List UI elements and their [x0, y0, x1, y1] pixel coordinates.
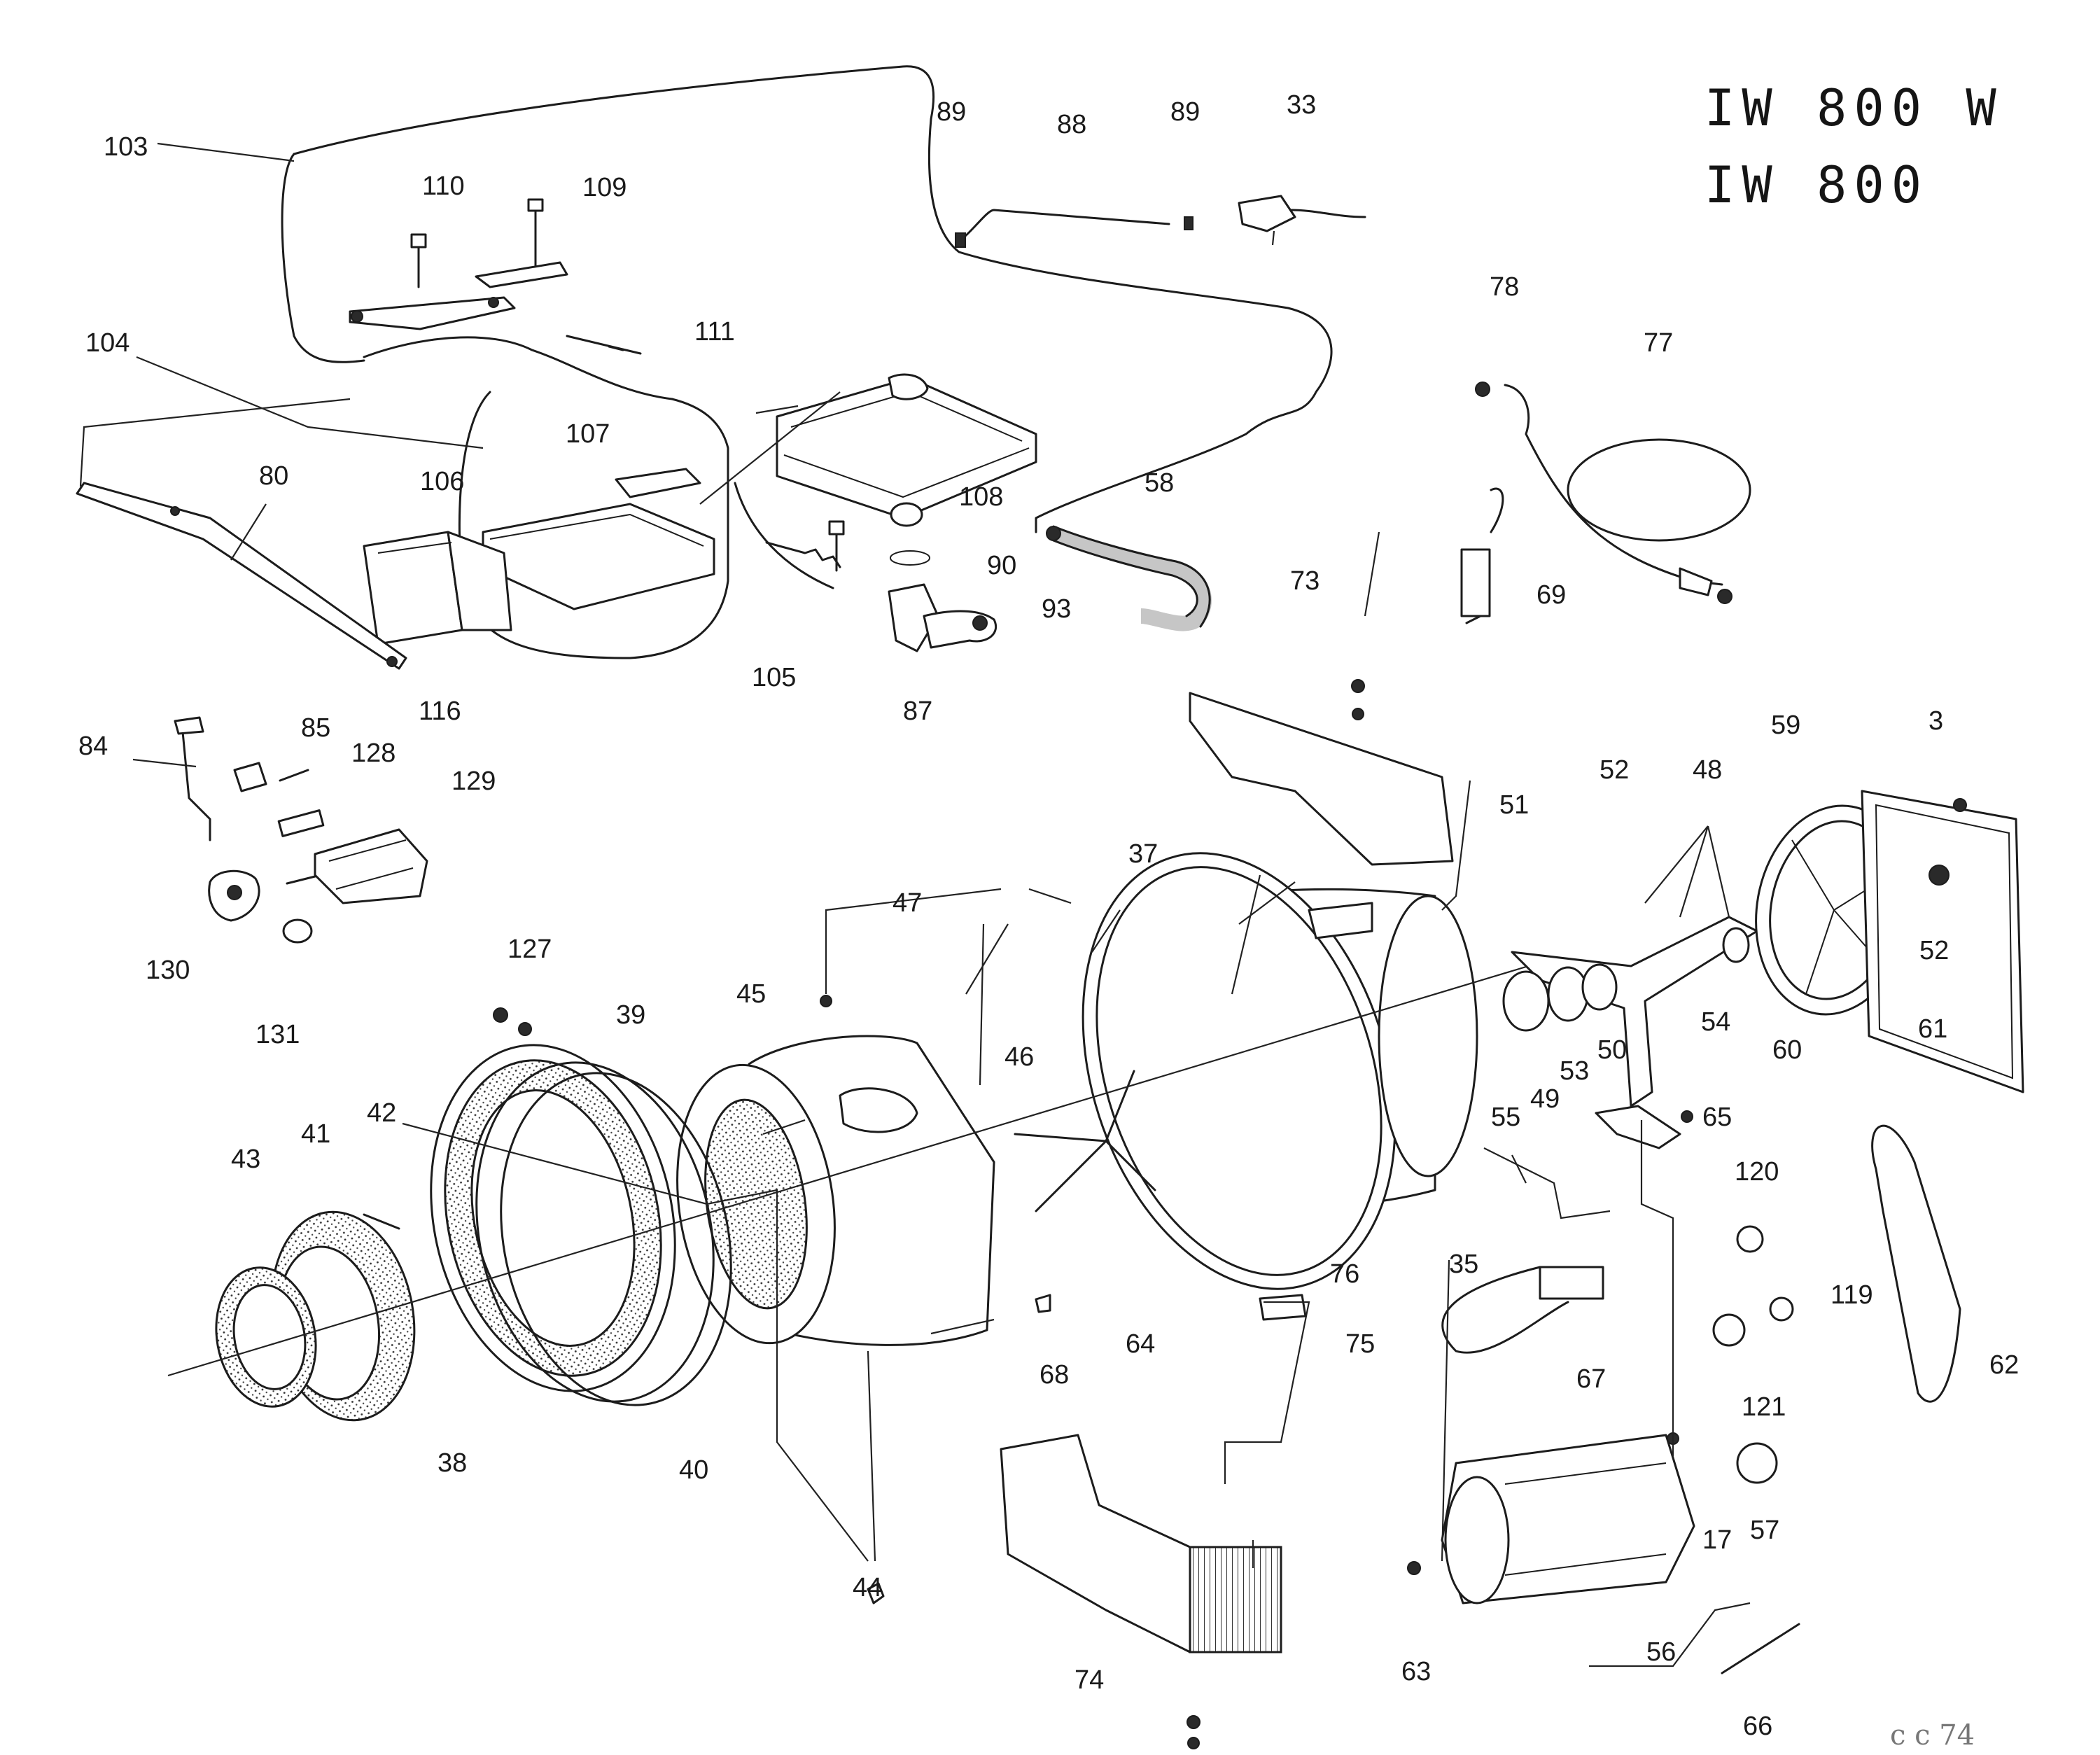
- inlet-hose-valve: [955, 195, 1366, 248]
- callout-120: 120: [1735, 1157, 1779, 1187]
- callout-17: 17: [1702, 1525, 1732, 1555]
- callout-53: 53: [1560, 1056, 1589, 1086]
- callout-3: 3: [1928, 706, 1943, 736]
- motor-56: [1441, 1434, 1800, 1674]
- callout-45: 45: [736, 979, 766, 1009]
- callout-60: 60: [1772, 1035, 1802, 1065]
- callout-104: 104: [85, 328, 130, 358]
- callout-77: 77: [1644, 328, 1673, 358]
- callout-35: 35: [1449, 1250, 1478, 1279]
- callout-39: 39: [616, 1000, 645, 1030]
- callout-61: 61: [1918, 1014, 1947, 1044]
- callout-47: 47: [892, 888, 922, 918]
- callout-52-right: 52: [1919, 936, 1949, 965]
- callout-64: 64: [1126, 1329, 1155, 1359]
- callout-74: 74: [1074, 1665, 1104, 1695]
- callout-58: 58: [1144, 468, 1174, 498]
- callout-41: 41: [301, 1119, 330, 1149]
- model-title-line-1: IW 800 W: [1704, 78, 2003, 137]
- callout-131: 131: [255, 1020, 300, 1049]
- callout-109: 109: [582, 173, 626, 202]
- callout-51: 51: [1499, 790, 1529, 820]
- callout-84: 84: [78, 732, 108, 761]
- model-title-line-2: IW 800: [1704, 155, 1929, 214]
- callout-48: 48: [1693, 755, 1722, 785]
- callout-127: 127: [507, 935, 552, 964]
- leader-lines: [79, 142, 1751, 1667]
- callout-85: 85: [301, 713, 330, 743]
- callout-129: 129: [451, 767, 496, 796]
- callout-37: 37: [1128, 839, 1158, 869]
- callout-87: 87: [903, 697, 932, 726]
- callout-107: 107: [566, 419, 610, 449]
- callout-121: 121: [1742, 1392, 1786, 1422]
- callout-89-left: 89: [937, 97, 966, 127]
- callout-67: 67: [1576, 1364, 1606, 1394]
- callout-57: 57: [1750, 1516, 1779, 1545]
- callout-62: 62: [1989, 1350, 2019, 1380]
- callout-75: 75: [1345, 1329, 1375, 1359]
- callout-56: 56: [1646, 1637, 1676, 1667]
- rear-tub-37: [1082, 852, 1478, 1290]
- callout-119: 119: [1830, 1280, 1873, 1310]
- callout-52-top: 52: [1600, 755, 1629, 785]
- dispenser-housing: [699, 373, 1037, 519]
- lever-80: [76, 482, 407, 670]
- callout-106: 106: [420, 467, 464, 496]
- callout-43: 43: [231, 1145, 260, 1174]
- detergent-group-outline: [281, 65, 1333, 659]
- callout-55: 55: [1491, 1103, 1520, 1132]
- callout-68: 68: [1040, 1360, 1069, 1390]
- callout-73: 73: [1290, 566, 1320, 596]
- callout-116: 116: [419, 697, 461, 726]
- callout-76: 76: [1330, 1259, 1359, 1289]
- callout-42: 42: [367, 1098, 396, 1128]
- callout-105: 105: [752, 663, 796, 692]
- callout-33: 33: [1287, 90, 1316, 120]
- corner-handwritten-note: c c 74: [1890, 1719, 1975, 1751]
- door-ring: [215, 1210, 416, 1422]
- callout-46: 46: [1004, 1042, 1034, 1072]
- callout-89-right: 89: [1170, 97, 1200, 127]
- drain-hose: [1475, 382, 1751, 604]
- callout-110: 110: [422, 172, 465, 201]
- callout-130: 130: [146, 956, 190, 985]
- callout-66: 66: [1743, 1712, 1772, 1741]
- callout-80: 80: [259, 461, 288, 491]
- callout-78-top: 78: [1490, 272, 1519, 302]
- callout-63: 63: [1401, 1657, 1431, 1686]
- detergent-drawer: [363, 468, 715, 645]
- programme-timer: [174, 716, 428, 944]
- callout-69: 69: [1536, 580, 1566, 610]
- callout-128: 128: [351, 739, 396, 768]
- callout-50: 50: [1597, 1035, 1627, 1065]
- callout-59: 59: [1771, 711, 1800, 740]
- valve-parts: [888, 502, 997, 652]
- callout-88: 88: [1057, 110, 1086, 139]
- callout-108: 108: [959, 482, 1003, 512]
- callout-49: 49: [1530, 1084, 1560, 1114]
- door-seal-rings: [430, 1044, 732, 1406]
- callout-44: 44: [853, 1573, 882, 1602]
- bearing-housing-pulley: [1502, 790, 2024, 1149]
- callout-93: 93: [1042, 594, 1071, 624]
- callout-40: 40: [679, 1455, 708, 1485]
- callout-38: 38: [438, 1448, 467, 1478]
- callout-103: 103: [104, 132, 148, 162]
- top-brackets: [349, 198, 568, 330]
- callout-54: 54: [1701, 1007, 1730, 1037]
- callout-111: 111: [694, 317, 735, 347]
- callout-65: 65: [1702, 1103, 1732, 1132]
- fasteners: [493, 679, 1967, 1749]
- callout-90: 90: [987, 551, 1016, 580]
